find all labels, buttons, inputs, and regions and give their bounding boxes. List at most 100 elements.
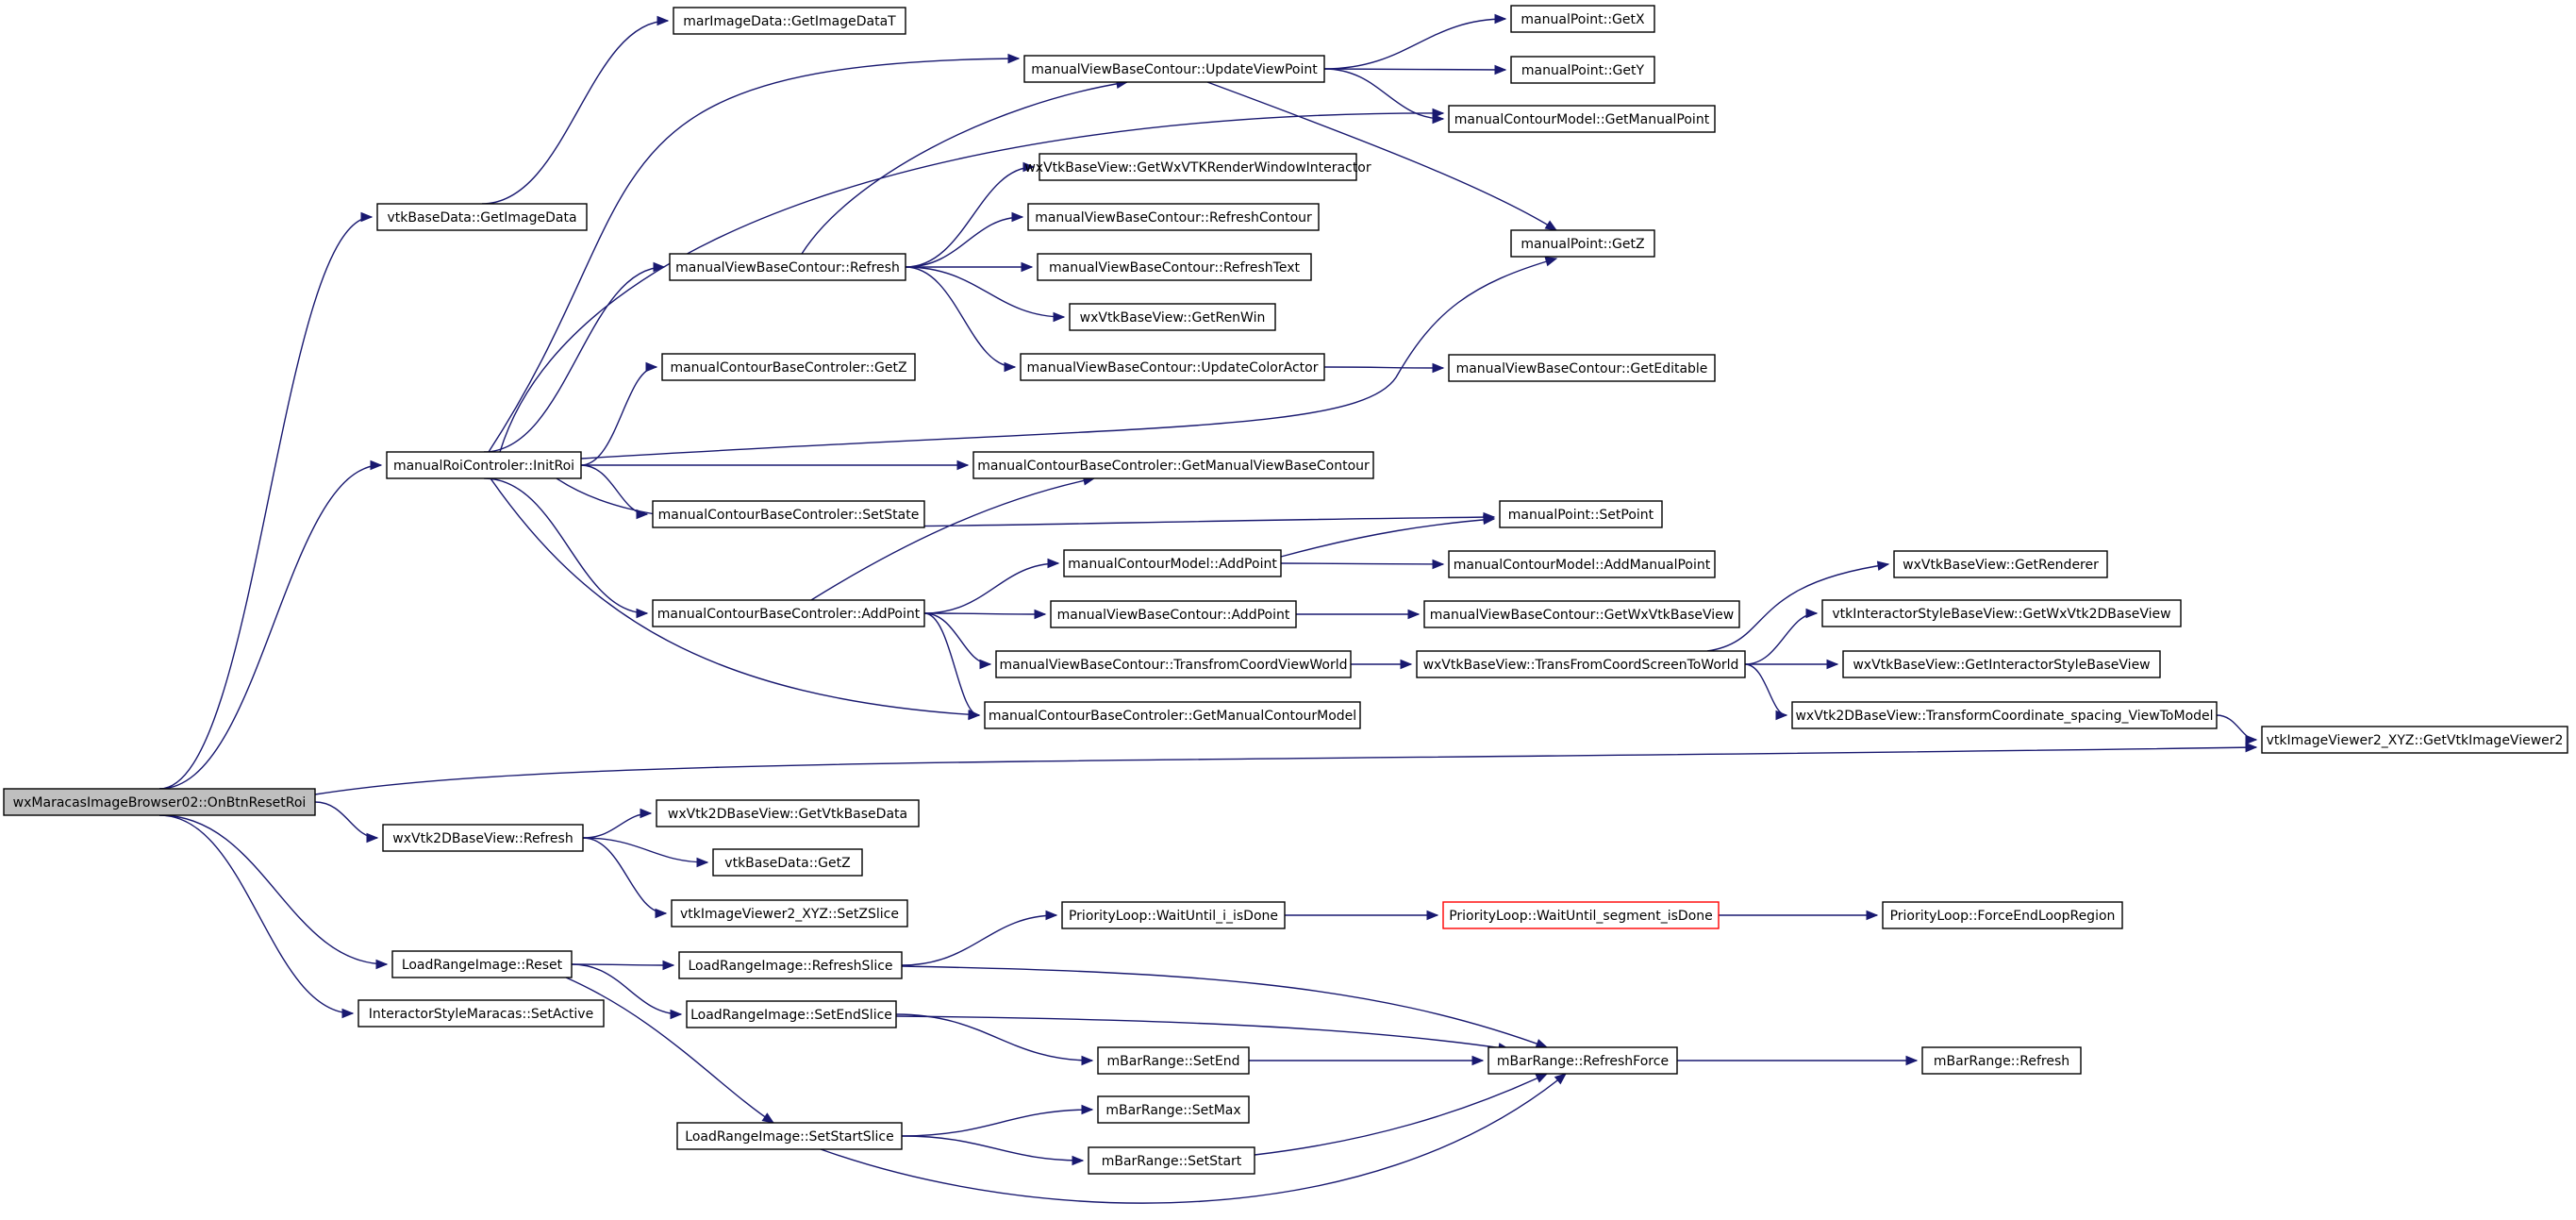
node-mpGetZ[interactable]: manualPoint::GetZ xyxy=(1510,229,1655,258)
node-mvbcUpdateViewPoint[interactable]: manualViewBaseContour::UpdateViewPoint xyxy=(1023,55,1325,83)
node-mbRefreshForce[interactable]: mBarRange::RefreshForce xyxy=(1487,1046,1678,1075)
node-mpGetY[interactable]: manualPoint::GetY xyxy=(1510,56,1655,84)
node-label: manualRoiControler::InitRoi xyxy=(393,459,574,474)
call-edge-mrcInitRoi-to-mvbcRefresh xyxy=(483,266,665,453)
node-box xyxy=(1448,354,1716,382)
node-mcbcAddPoint[interactable]: manualContourBaseControler::AddPoint xyxy=(652,599,925,627)
node-wxGetRenderer[interactable]: wxVtkBaseView::GetRenderer xyxy=(1893,550,2108,578)
node-mpSetPoint[interactable]: manualPoint::SetPoint xyxy=(1499,500,1663,528)
node-wxGetISBV[interactable]: wxVtkBaseView::GetInteractorStyleBaseVie… xyxy=(1842,650,2161,678)
node-label: mBarRange::Refresh xyxy=(1934,1054,2069,1069)
arrowhead-mvbcUpdateViewPoint-to-mcmGetManualPoint xyxy=(1432,113,1445,125)
node-box xyxy=(1097,1095,1250,1124)
node-mvbcGetWxVtkBaseView[interactable]: manualViewBaseContour::GetWxVtkBaseView xyxy=(1423,600,1740,628)
node-box xyxy=(1487,1046,1678,1075)
node-box xyxy=(1020,353,1325,381)
node-mpGetX[interactable]: manualPoint::GetX xyxy=(1510,5,1655,33)
arrowhead-lriReset-to-lriRefreshSlice xyxy=(662,960,675,971)
node-mcbcGetMCM[interactable]: manualContourBaseControler::GetManualCon… xyxy=(984,701,1361,729)
node-mvbcRefresh[interactable]: manualViewBaseContour::Refresh xyxy=(669,253,906,281)
call-edge-mbSetStart-to-mbRefreshForce xyxy=(1254,1073,1548,1156)
node-label: manualViewBaseContour::UpdateViewPoint xyxy=(1031,62,1318,77)
node-mcbcGetZ[interactable]: manualContourBaseControler::GetZ xyxy=(661,353,916,381)
arrowhead-wxTransCSW-to-wxGetRenderer xyxy=(1876,560,1890,571)
arrowhead-lriSetStartSlice-to-mbRefreshForce xyxy=(1554,1073,1568,1085)
node-plForceEnd[interactable]: PriorityLoop::ForceEndLoopRegion xyxy=(1882,901,2123,929)
node-mbRefresh[interactable]: mBarRange::Refresh xyxy=(1921,1046,2082,1075)
node-vbdGetZ[interactable]: vtkBaseData::GetZ xyxy=(712,848,863,877)
node-wx2dGetVtkBaseData[interactable]: wxVtk2DBaseView::GetVtkBaseData xyxy=(656,799,920,827)
node-mbSetEnd[interactable]: mBarRange::SetEnd xyxy=(1097,1046,1250,1075)
node-wx2dRefresh[interactable]: wxVtk2DBaseView::Refresh xyxy=(382,824,584,852)
node-viGetVtkIV2[interactable]: vtkImageViewer2_XYZ::GetVtkImageViewer2 xyxy=(2261,726,2568,754)
node-plWaitSeg[interactable]: PriorityLoop::WaitUntil_segment_isDone xyxy=(1442,901,1720,929)
node-label: manualContourBaseControler::GetManualVie… xyxy=(977,459,1370,474)
node-box xyxy=(386,451,582,479)
node-box xyxy=(656,799,920,827)
arrowhead-lriSetStartSlice-to-mbSetStart xyxy=(1072,1155,1085,1166)
node-label: PriorityLoop::ForceEndLoopRegion xyxy=(1890,909,2116,924)
node-box xyxy=(1448,550,1716,578)
node-box xyxy=(671,899,908,928)
node-box xyxy=(673,7,906,35)
node-mcmGetManualPoint[interactable]: manualContourModel::GetManualPoint xyxy=(1448,105,1716,133)
node-label: wxVtkBaseView::GetRenderer xyxy=(1903,558,2099,573)
node-mbSetStart[interactable]: mBarRange::SetStart xyxy=(1088,1146,1255,1175)
call-edge-mvbcRefresh-to-wxGetRenWin xyxy=(905,266,1065,318)
arrowhead-plWaitSeg-to-plForceEnd xyxy=(1866,910,1879,921)
node-box xyxy=(676,1122,903,1150)
call-edge-mcbcAddPoint-to-mvbcTransCVW xyxy=(923,612,991,665)
node-marGetImageDataT[interactable]: marImageData::GetImageDataT xyxy=(673,7,906,35)
node-mcbcSetState[interactable]: manualContourBaseControler::SetState xyxy=(652,500,925,528)
call-edge-wxTransCSW-to-wx2dTransformCoord xyxy=(1744,663,1787,716)
node-mvbcRefreshContour[interactable]: manualViewBaseContour::RefreshContour xyxy=(1027,203,1320,231)
arrowhead-mbSetEnd-to-mbRefreshForce xyxy=(1471,1055,1485,1066)
call-edge-mvbcUpdateViewPoint-to-mpGetX xyxy=(1323,18,1506,70)
node-mvbcTransCVW[interactable]: manualViewBaseContour::TransfromCoordVie… xyxy=(995,650,1352,678)
node-mrcInitRoi[interactable]: manualRoiControler::InitRoi xyxy=(386,451,582,479)
node-mcbcGetMVBC[interactable]: manualContourBaseControler::GetManualVie… xyxy=(972,451,1374,479)
arrowhead-root-to-ismSetActive xyxy=(341,1008,355,1019)
node-wxGetRWI[interactable]: wxVtkBaseView::GetWxVTKRenderWindowInter… xyxy=(1024,153,1371,181)
node-isbvGetWxVtk2D[interactable]: vtkInteractorStyleBaseView::GetWxVtk2DBa… xyxy=(1821,599,2182,627)
arrowhead-vtkGetImageData-to-marGetImageDataT xyxy=(656,15,670,26)
node-box xyxy=(3,788,316,816)
arrowhead-mcbcAddPoint-to-mcbcGetMCM xyxy=(968,710,981,721)
arrowhead-lriRefreshSlice-to-mbRefreshForce xyxy=(1535,1039,1549,1048)
node-lriReset[interactable]: LoadRangeImage::Reset xyxy=(391,950,573,978)
arrowhead-mbSetStart-to-mbRefreshForce xyxy=(1535,1073,1549,1083)
node-mcmAddPoint[interactable]: manualContourModel::AddPoint xyxy=(1063,549,1282,577)
node-ismSetActive[interactable]: InteractorStyleMaracas::SetActive xyxy=(357,999,605,1028)
node-mvbcUpdateColorActor[interactable]: manualViewBaseContour::UpdateColorActor xyxy=(1020,353,1325,381)
node-label: mBarRange::SetStart xyxy=(1102,1154,1242,1169)
node-mvbcRefreshText[interactable]: manualViewBaseContour::RefreshText xyxy=(1037,253,1312,281)
node-box xyxy=(686,1000,897,1028)
node-viSetZSlice[interactable]: vtkImageViewer2_XYZ::SetZSlice xyxy=(671,899,908,928)
node-plWaitI[interactable]: PriorityLoop::WaitUntil_i_isDone xyxy=(1061,901,1286,929)
call-edge-root-to-viGetVtkIV2 xyxy=(314,746,2257,795)
node-mcmAddManualPoint[interactable]: manualContourModel::AddManualPoint xyxy=(1448,550,1716,578)
call-edge-root-to-lriReset xyxy=(158,814,388,965)
node-box xyxy=(1510,229,1655,258)
node-mvbcGetEditable[interactable]: manualViewBaseContour::GetEditable xyxy=(1448,354,1716,382)
node-lriRefreshSlice[interactable]: LoadRangeImage::RefreshSlice xyxy=(678,951,903,979)
node-label: manualContourBaseControler::AddPoint xyxy=(657,607,921,622)
node-vtkGetImageData[interactable]: vtkBaseData::GetImageData xyxy=(376,203,588,231)
node-label: manualViewBaseContour::GetWxVtkBaseView xyxy=(1430,608,1734,623)
node-root[interactable]: wxMaracasImageBrowser02::OnBtnResetRoi xyxy=(3,788,316,816)
node-wx2dTransformCoord[interactable]: wxVtk2DBaseView::TransformCoordinate_spa… xyxy=(1791,701,2218,729)
node-mbSetMax[interactable]: mBarRange::SetMax xyxy=(1097,1095,1250,1124)
arrowhead-mcmAddPoint-to-mpSetPoint xyxy=(1483,514,1496,526)
node-mvbcAddPoint[interactable]: manualViewBaseContour::AddPoint xyxy=(1050,600,1297,628)
node-wxTransCSW[interactable]: wxVtkBaseView::TransFromCoordScreenToWor… xyxy=(1416,650,1746,678)
node-label: LoadRangeImage::Reset xyxy=(402,958,563,973)
node-box xyxy=(1023,55,1325,83)
node-lriSetEndSlice[interactable]: LoadRangeImage::SetEndSlice xyxy=(686,1000,897,1028)
node-label: mBarRange::RefreshForce xyxy=(1497,1054,1669,1069)
arrowhead-mrcInitRoi-to-mcbcGetMVBC xyxy=(956,460,970,471)
node-lriSetStartSlice[interactable]: LoadRangeImage::SetStartSlice xyxy=(676,1122,903,1150)
node-box xyxy=(1027,203,1320,231)
node-label: vtkInteractorStyleBaseView::GetWxVtk2DBa… xyxy=(1832,607,2170,622)
arrowhead-root-to-vtkGetImageData xyxy=(360,211,374,223)
node-wxGetRenWin[interactable]: wxVtkBaseView::GetRenWin xyxy=(1069,303,1276,331)
